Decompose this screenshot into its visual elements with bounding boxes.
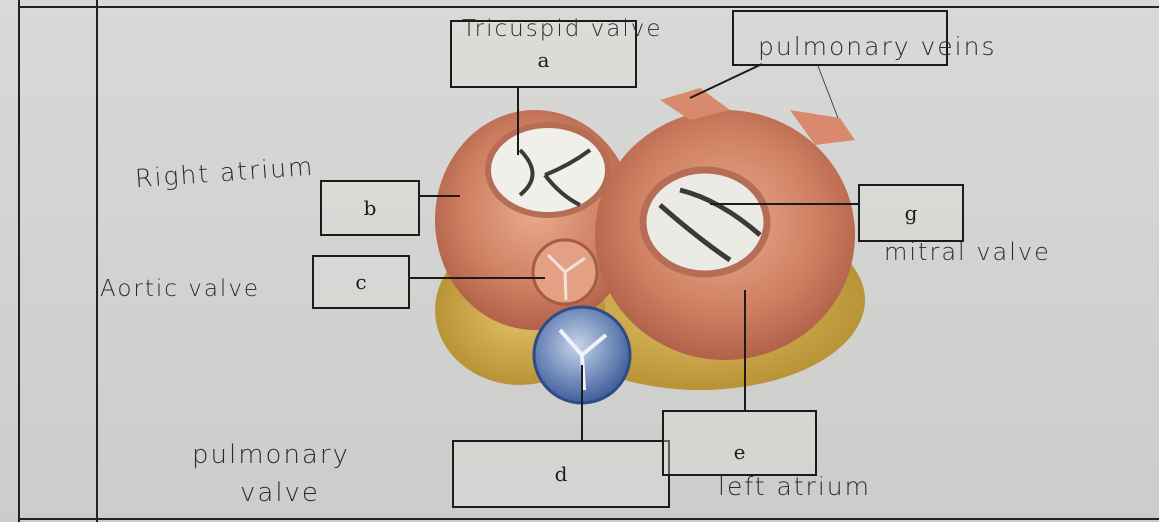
leader-pulmonary-veins xyxy=(690,64,762,98)
label-letter-b: b xyxy=(364,196,377,220)
label-box-c[interactable]: c xyxy=(312,255,410,309)
label-letter-d: d xyxy=(555,462,568,486)
label-box-d[interactable]: d xyxy=(452,440,670,508)
handwritten-pulmonary-veins: pulmonary veins xyxy=(758,32,996,61)
tricuspid-valve-opening xyxy=(488,125,608,215)
label-box-e[interactable]: e xyxy=(662,410,817,476)
mitral-valve-opening xyxy=(643,170,767,274)
handwritten-left-atrium: left atrium xyxy=(718,472,871,501)
handwritten-aortic-valve: Aortic valve xyxy=(100,276,260,302)
handwritten-mitral-valve: mitral valve xyxy=(884,238,1051,266)
leader-pulmonary-veins-2 xyxy=(818,66,838,118)
label-box-b[interactable]: b xyxy=(320,180,420,236)
handwritten-pulmonary: pulmonary xyxy=(192,440,350,470)
label-letter-c: c xyxy=(355,270,366,294)
label-box-g[interactable]: g xyxy=(858,184,964,242)
label-letter-a: a xyxy=(538,48,550,72)
label-letter-g: g xyxy=(905,201,918,225)
handwritten-tricuspid-valve: Tricuspid valve xyxy=(462,16,662,42)
label-letter-e: e xyxy=(734,440,746,464)
handwritten-valve: valve xyxy=(240,478,320,508)
